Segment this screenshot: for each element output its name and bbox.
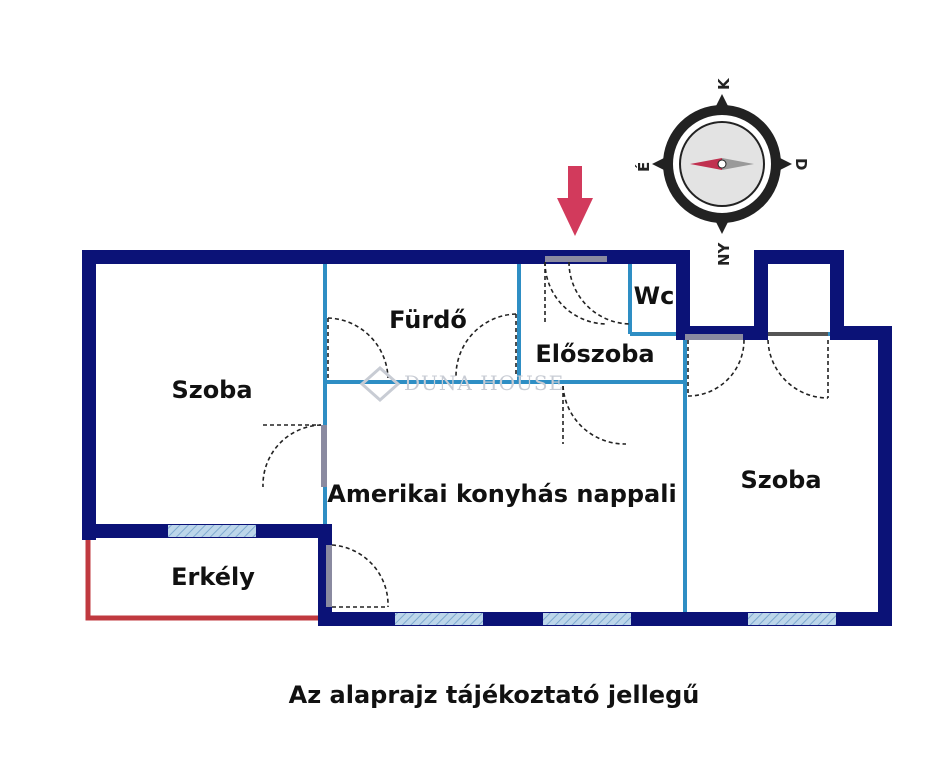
windows xyxy=(168,525,836,625)
room-label-bathroom: Fürdő xyxy=(389,306,467,334)
watermark-text: DUNA HOUSE xyxy=(404,371,564,395)
compass-west-label: É xyxy=(634,162,653,172)
room-label-wc: Wc xyxy=(634,282,675,310)
room-label-balcony: Erkély xyxy=(171,563,255,591)
room-label-living: Amerikai konyhás nappali xyxy=(327,480,676,508)
door-swings xyxy=(262,261,829,608)
room-label-left-room: Szoba xyxy=(171,376,252,404)
compass-needle-west xyxy=(690,158,722,170)
room-label-hall: Előszoba xyxy=(535,340,654,368)
disclaimer-caption: Az alaprajz tájékoztató jellegű xyxy=(289,681,700,709)
compass-east-label: D xyxy=(792,158,810,170)
compass-north-label: K xyxy=(715,77,733,90)
entrance-arrow xyxy=(557,166,593,236)
balcony-railing xyxy=(85,540,318,621)
watermark: DUNA HOUSE xyxy=(359,365,564,403)
compass-south-label: NY xyxy=(715,241,733,266)
room-label-right-room: Szoba xyxy=(740,466,821,494)
compass: K D NY É xyxy=(634,77,810,266)
door-openings xyxy=(321,256,828,607)
compass-needle-east xyxy=(722,158,754,170)
